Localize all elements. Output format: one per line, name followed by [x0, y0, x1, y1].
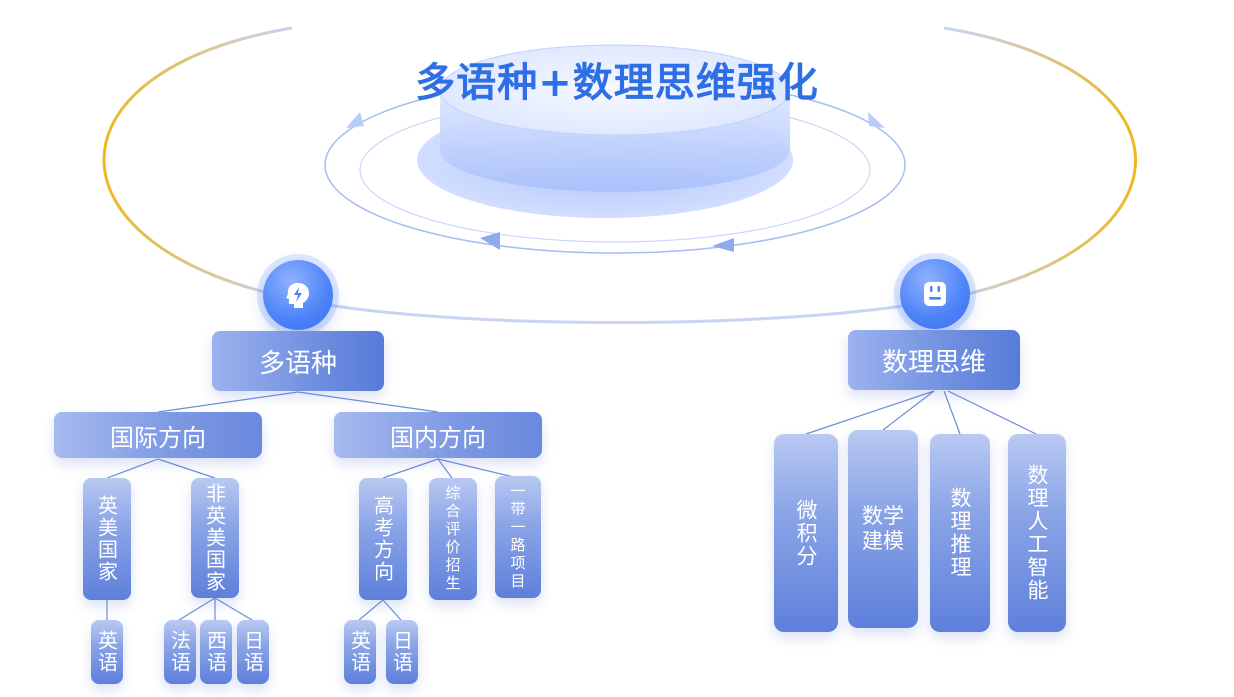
math-ai-node: 数理人工智能: [1008, 434, 1066, 632]
leaf-japanese-gaokao: 日语: [386, 620, 418, 684]
leaf-spanish: 西语: [200, 620, 232, 684]
gaokao-node: 高考方向: [359, 478, 407, 600]
english-countries-node: 英美国家: [83, 478, 131, 600]
intl-direction-node: 国际方向: [54, 412, 262, 458]
languages-node: 多语种: [212, 331, 384, 391]
comprehensive-eval-node: 综合评价招生: [429, 478, 477, 600]
connector-lines: [106, 390, 1037, 621]
math-modeling-node: 数学建模: [848, 430, 918, 628]
leaf-japanese-intl: 日语: [237, 620, 269, 684]
ring-arrow-bottom-right: [712, 238, 734, 252]
cylinder-top: [439, 44, 791, 136]
ring-arrow-bottom-left: [480, 232, 500, 250]
leaf-french: 法语: [164, 620, 196, 684]
domestic-direction-node: 国内方向: [334, 412, 542, 458]
ring-arrow-left: [346, 112, 364, 128]
leaf-english-gaokao: 英语: [344, 620, 376, 684]
leaf-english-intl: 英语: [91, 620, 123, 684]
belt-road-node: 一带一路项目: [495, 476, 541, 598]
calculus-node: 微积分: [774, 434, 838, 632]
calculator-icon: [900, 259, 970, 329]
brain-bolt-icon: [263, 260, 333, 330]
page-title: 多语种+数理思维强化: [415, 60, 819, 106]
math-reasoning-node: 数理推理: [930, 434, 990, 632]
math-thinking-node: 数理思维: [848, 330, 1020, 390]
orbit-arc: [102, 26, 1137, 324]
math-modeling-label: 数学建模: [862, 504, 904, 553]
non-english-countries-node: 非英美国家: [191, 478, 239, 598]
ring-arrow-right: [868, 112, 885, 128]
